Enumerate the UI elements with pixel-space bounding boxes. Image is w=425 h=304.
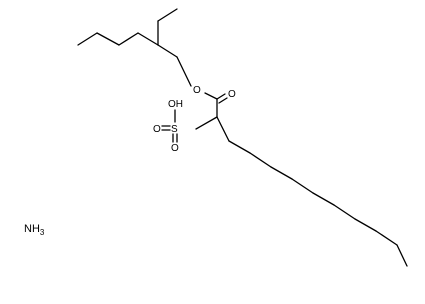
bond-carbonyl-double-b — [218, 97, 228, 104]
bond-chain-8 — [354, 218, 377, 232]
ester-oxygen-label: O — [193, 85, 201, 96]
bond-ch2-oxygen — [176, 56, 192, 87]
bond-butyl-2 — [96, 32, 120, 46]
atom-labels: O O OH S O O — [153, 85, 236, 154]
bond-butyl-3 — [118, 32, 139, 46]
bond-ch-ch2 — [157, 44, 178, 58]
sulfonic-hydroxyl-label: OH — [168, 99, 183, 110]
ammonia-subscript: 3 — [40, 228, 45, 237]
bond-ethyl-2 — [157, 8, 178, 22]
bond-chain-4 — [270, 166, 293, 180]
bond-chain-9 — [375, 230, 398, 246]
sulfur-label: S — [171, 124, 178, 135]
bond-chain-10 — [396, 244, 408, 267]
bond-butyl-4 — [137, 32, 159, 46]
bond-chain-6 — [312, 192, 335, 206]
bond-chain-2 — [228, 140, 251, 154]
bond-oxygen-carbonyl — [204, 92, 218, 100]
counter-ion: NH3 — [24, 223, 45, 237]
bond-chain-5 — [291, 178, 314, 194]
bond-alpha-sulfur — [195, 116, 218, 130]
ammonia-label: NH3 — [24, 223, 45, 237]
bond-carbonyl-double-a — [216, 93, 226, 100]
bond-chain-3 — [249, 152, 272, 168]
carbonyl-oxygen-label: O — [228, 89, 236, 100]
bond-chain-1 — [216, 116, 230, 142]
bond-skeleton — [77, 8, 408, 267]
bond-chain-7 — [333, 204, 356, 220]
ammonia-symbol: NH — [24, 223, 40, 235]
bond-butyl-1 — [77, 32, 98, 46]
sulfonyl-oxygen-left-label: O — [153, 124, 161, 135]
sulfonyl-oxygen-bottom-label: O — [171, 143, 179, 154]
